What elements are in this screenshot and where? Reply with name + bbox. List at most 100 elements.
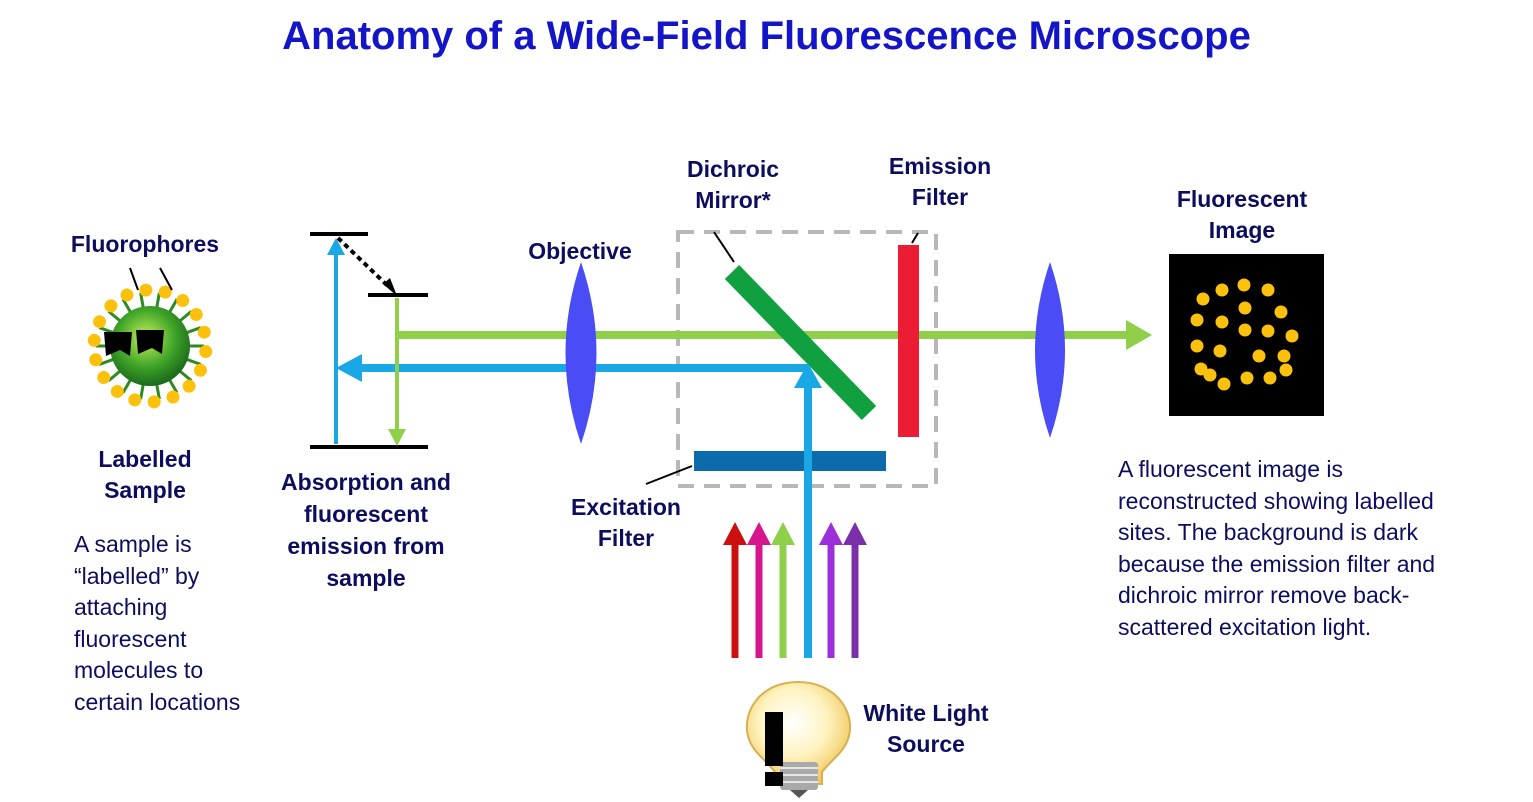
emission-filter-label: Emission Filter (862, 151, 1018, 213)
fluorophore-dot (110, 384, 124, 398)
fluorophore-dot (147, 395, 161, 409)
fluorophore-dot (182, 379, 196, 393)
sample-desc-line-1: A sample is (74, 531, 192, 557)
excitation-beam-arrowhead (336, 354, 362, 382)
emission-filter-pointer (911, 232, 919, 244)
fluorophore-dot (166, 390, 180, 404)
image-desc-line-2: reconstructed showing labelled (1118, 487, 1434, 514)
image-fluorescent-spot (1215, 283, 1229, 297)
image-fluorescent-spot (1252, 349, 1266, 363)
page-title: Anatomy of a Wide-Field Fluorescence Mic… (282, 14, 1251, 58)
image-fluorescent-spot (1237, 278, 1251, 292)
image-fluorescent-spot (1261, 283, 1275, 297)
tube-lens (1035, 262, 1065, 438)
image-fluorescent-spot (1190, 339, 1204, 353)
fluorophore-dot (158, 285, 172, 299)
image-desc-line-5: dichroic mirror remove back- (1118, 582, 1410, 608)
objective-lens (565, 262, 597, 444)
filter-cube-outline (676, 230, 938, 488)
white-light-rays (723, 522, 867, 658)
ray-magenta-head (747, 522, 771, 545)
fluorophore-dot (189, 307, 203, 321)
ray-red-head (723, 522, 747, 545)
fluorophore-dot (87, 333, 101, 347)
labelled-sample-line-2: Sample (104, 477, 186, 503)
emission-arrowhead (388, 429, 406, 446)
fluorophore-dot (97, 371, 111, 385)
fluorophore-dot (197, 325, 211, 339)
image-fluorescent-spot (1238, 301, 1252, 315)
energy-level-diagram (310, 232, 428, 449)
absorption-label: Absorption and fluorescent emission from… (250, 466, 482, 594)
objective-label: Objective (528, 238, 632, 264)
excitation-filter-line-2: Filter (597, 525, 655, 551)
sample-desc-line-3: attaching (74, 594, 168, 620)
fluorophore-pointer-left (129, 267, 139, 291)
dichroic-mirror (724, 265, 877, 420)
image-fluorescent-spot (1263, 371, 1277, 385)
emission-beam-arrowhead (1126, 320, 1152, 350)
fluorescent-image-dots (1190, 278, 1299, 391)
emission-filter-line-1: Emission (888, 153, 992, 179)
relaxation-arrowhead (383, 278, 397, 296)
fluorophore-pointer-right (159, 267, 173, 291)
absorption-line-2: fluorescent (304, 501, 428, 527)
image-desc-line-6: scattered excitation light. (1118, 613, 1372, 640)
virus-sample-icon (87, 283, 213, 409)
emission-filter-line-2: Filter (911, 184, 969, 210)
sample-desc-line-2: “labelled” by (74, 562, 200, 589)
image-fluorescent-spot (1190, 313, 1204, 327)
fluorophore-dot (89, 353, 103, 367)
sample-desc-line-5: molecules to (74, 657, 204, 683)
sample-description: A sample is “labelled” by attaching fluo… (74, 529, 294, 718)
image-fluorescent-spot (1196, 292, 1210, 306)
fluorophore-dot (128, 393, 142, 407)
sample-desc-line-4: fluorescent (74, 625, 187, 652)
fluorophore-dot (199, 345, 213, 359)
absorption-line-1: Absorption and (281, 469, 451, 495)
fluorophore-dot (104, 299, 118, 313)
ray-violet-head (819, 522, 843, 545)
fluorophore-dot (93, 315, 107, 329)
image-fluorescent-spot (1285, 329, 1299, 343)
emission-filter (898, 245, 919, 437)
image-fluorescent-spot (1203, 368, 1217, 382)
absorption-line-4: sample (326, 565, 406, 591)
fluorescent-image-line-1: Fluorescent (1176, 186, 1308, 212)
white-light-line-2: Source (887, 731, 965, 757)
excitation-filter-pointer (645, 465, 693, 485)
dichroic-mirror-label: Dichroic Mirror* (655, 154, 811, 216)
fluorophore-label-marker (104, 332, 132, 356)
image-fluorescent-spot (1277, 349, 1291, 363)
image-fluorescent-spot (1213, 344, 1227, 358)
image-fluorescent-spot (1261, 324, 1275, 338)
ray-purple-head (843, 522, 867, 545)
relaxation-arrow (336, 236, 392, 290)
labelled-sample-label: Labelled Sample (45, 444, 245, 506)
image-fluorescent-spot (1240, 371, 1254, 385)
fluorophore-dot (176, 294, 190, 308)
white-light-line-1: White Light (863, 700, 989, 726)
fluorescent-image-line-2: Image (1208, 217, 1276, 243)
fluorophore-dot (193, 363, 207, 377)
ray-green-head (771, 522, 795, 545)
image-fluorescent-spot (1215, 315, 1229, 329)
labelled-sample-line-1: Labelled (98, 446, 192, 472)
image-fluorescent-spot (1274, 305, 1288, 319)
excitation-vertical-arrowhead (794, 363, 822, 388)
fluorophore-dot (120, 288, 134, 302)
image-desc-line-1: A fluorescent image is (1118, 456, 1344, 482)
excitation-filter-line-1: Excitation (571, 494, 681, 520)
image-desc-line-3: sites. The background is dark (1118, 519, 1419, 545)
dichroic-line-1: Dichroic (686, 156, 780, 182)
image-fluorescent-spot (1279, 363, 1293, 377)
absorption-line-3: emission from (287, 533, 445, 559)
absorption-arrowhead (327, 238, 345, 255)
image-description: A fluorescent image is reconstructed sho… (1118, 454, 1518, 643)
image-fluorescent-spot (1238, 323, 1252, 337)
excitation-filter (694, 451, 886, 471)
image-desc-line-4: because the emission filter and (1118, 550, 1436, 577)
dichroic-pointer (713, 231, 735, 263)
